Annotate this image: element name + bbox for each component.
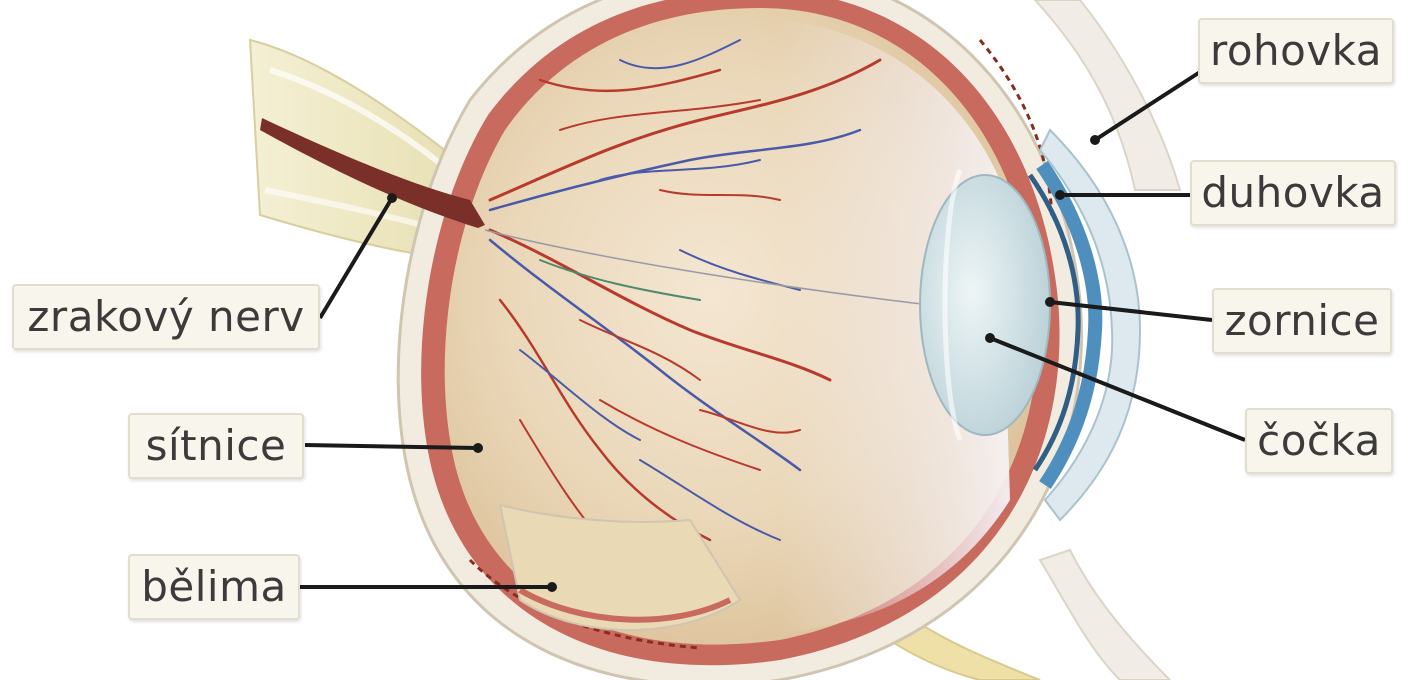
label-optic-nerve: zrakový nerv xyxy=(12,284,320,350)
endpoint-optic-nerve xyxy=(387,193,397,203)
endpoint-retina xyxy=(473,443,483,453)
endpoint-lens xyxy=(985,333,995,343)
endpoint-pupil xyxy=(1045,297,1055,307)
label-iris: duhovka xyxy=(1190,160,1396,226)
lens xyxy=(920,170,1050,440)
label-lens: čočka xyxy=(1245,408,1393,474)
label-cornea: rohovka xyxy=(1198,18,1394,84)
endpoint-cornea xyxy=(1090,135,1100,145)
label-retina: sítnice xyxy=(128,413,304,479)
label-sclera: bělima xyxy=(128,554,300,620)
label-pupil: zornice xyxy=(1212,288,1392,354)
endpoint-sclera xyxy=(547,582,557,592)
endpoint-iris xyxy=(1055,190,1065,200)
